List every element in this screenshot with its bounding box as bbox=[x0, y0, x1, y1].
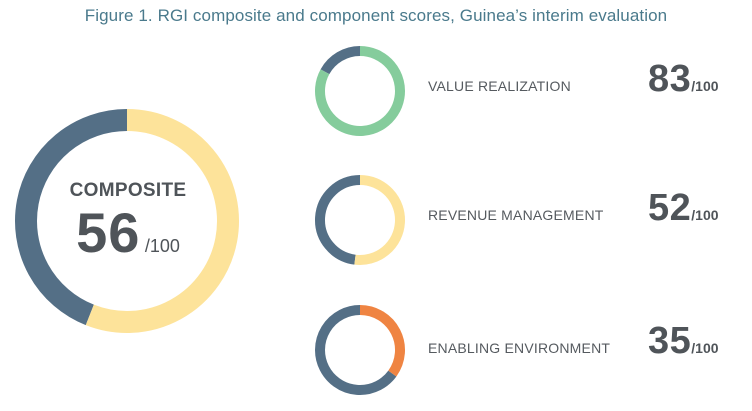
composite-remainder-arc bbox=[15, 109, 128, 326]
revenue-management-score-arc bbox=[354, 175, 405, 265]
enabling-environment-remainder-arc bbox=[315, 305, 397, 395]
enabling-environment-score-denominator: /100 bbox=[691, 340, 719, 356]
composite-label: COMPOSITE bbox=[69, 180, 187, 201]
enabling-environment-score-arc bbox=[359, 305, 405, 377]
value-realization-score-arc bbox=[315, 46, 405, 136]
value-realization-score-denominator: /100 bbox=[691, 78, 719, 94]
value-realization-score: 83/100 bbox=[648, 58, 719, 101]
revenue-management-label: REVENUE MANAGEMENT bbox=[428, 207, 604, 223]
revenue-management-score-denominator: /100 bbox=[691, 207, 719, 223]
enabling-environment-score: 35/100 bbox=[648, 320, 719, 363]
enabling-environment-label: ENABLING ENVIRONMENT bbox=[428, 340, 611, 356]
enabling-environment-score-value: 35 bbox=[648, 320, 692, 362]
revenue-management-remainder-arc bbox=[315, 175, 361, 265]
composite-score-value: 56 bbox=[76, 201, 141, 264]
composite-score: 56 /100 bbox=[40, 200, 216, 265]
composite-score-arc bbox=[85, 109, 239, 333]
value-realization-remainder-arc bbox=[320, 46, 361, 75]
value-realization-label: VALUE REALIZATION bbox=[428, 78, 571, 94]
figure-title: Figure 1. RGI composite and component sc… bbox=[84, 6, 668, 25]
revenue-management-score: 52/100 bbox=[648, 187, 719, 230]
value-realization-score-value: 83 bbox=[648, 58, 692, 100]
composite-score-denominator: /100 bbox=[144, 236, 180, 256]
revenue-management-score-value: 52 bbox=[648, 187, 692, 229]
